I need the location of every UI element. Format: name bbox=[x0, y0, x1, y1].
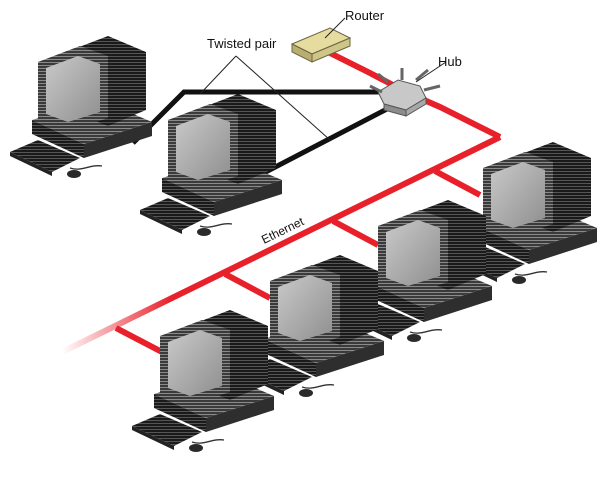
hub-icon bbox=[369, 61, 447, 117]
desktop-computer-icon bbox=[9, 35, 153, 179]
twisted-pair-label: Twisted pair bbox=[207, 36, 277, 51]
router-label: Router bbox=[345, 8, 385, 23]
hub-label: Hub bbox=[438, 54, 462, 69]
desktop-computer-icon bbox=[131, 309, 275, 453]
router-icon bbox=[290, 17, 352, 63]
